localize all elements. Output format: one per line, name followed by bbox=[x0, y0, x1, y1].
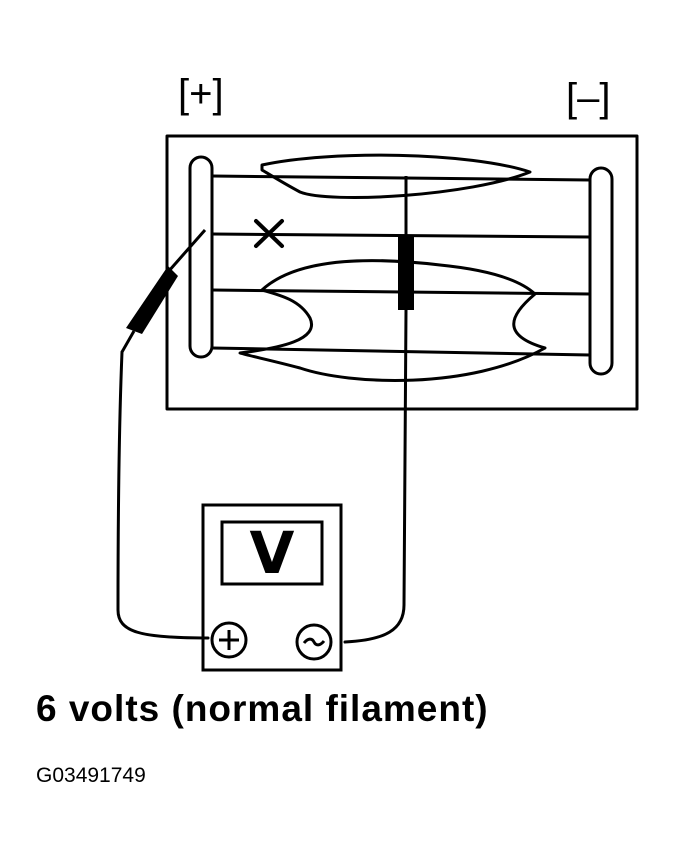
negative-terminal-label: [–] bbox=[566, 76, 611, 120]
x-mark-icon bbox=[254, 219, 284, 248]
dash-in-circle-icon bbox=[295, 623, 333, 661]
heat-pattern-bottom bbox=[238, 259, 547, 382]
positive-probe bbox=[120, 229, 207, 353]
negative-lead bbox=[343, 308, 408, 644]
plus-in-circle-icon bbox=[210, 621, 248, 659]
figure-id: G03491749 bbox=[36, 764, 146, 787]
caption: 6 volts (normal filament) bbox=[36, 688, 489, 729]
meter-symbol: V bbox=[249, 519, 295, 587]
negative-bus-bar bbox=[588, 166, 614, 376]
filament-1 bbox=[210, 174, 592, 182]
voltmeter bbox=[201, 503, 343, 672]
heat-pattern-top bbox=[260, 153, 532, 200]
filament-4 bbox=[210, 346, 592, 357]
negative-probe bbox=[398, 176, 414, 310]
positive-terminal-label: [+] bbox=[178, 72, 224, 116]
positive-lead bbox=[116, 350, 210, 640]
voltmeter-body bbox=[201, 503, 343, 672]
filament-2 bbox=[210, 232, 592, 239]
voltmeter-display bbox=[220, 520, 324, 586]
positive-bus-bar bbox=[188, 155, 214, 359]
